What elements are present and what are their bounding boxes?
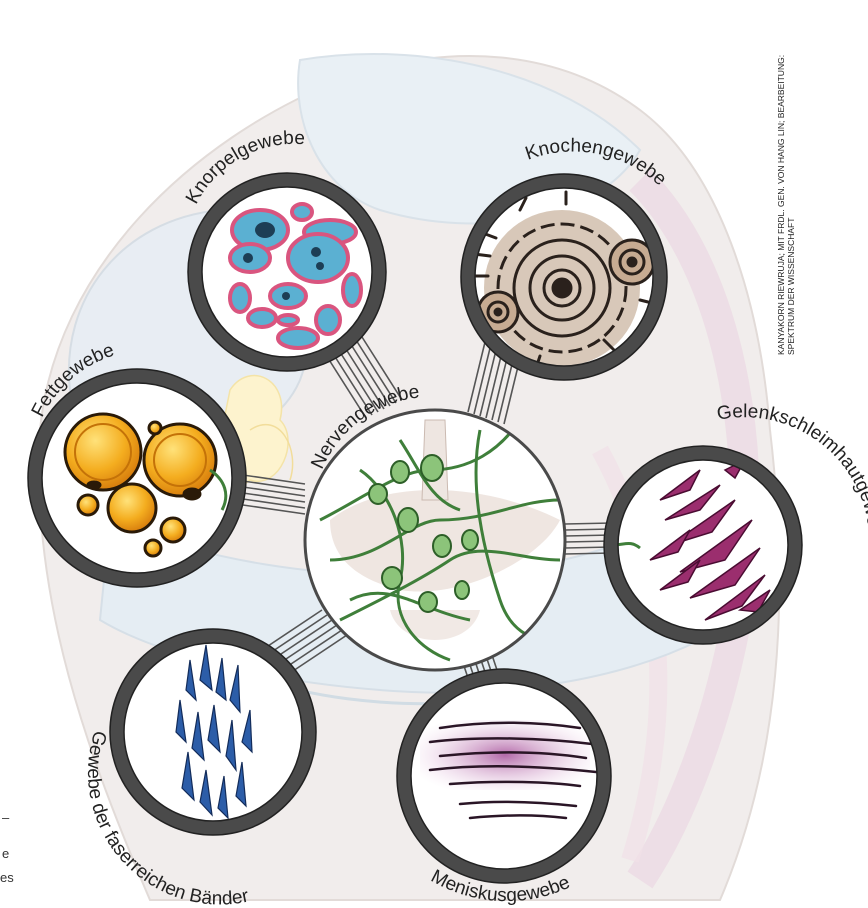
- credit-line-1: KANYAKORN RIEWRUJA; MIT FRDL. GEN. VON H…: [776, 55, 786, 355]
- margin-fragment-2: e: [2, 846, 9, 861]
- margin-fragments: – e es: [0, 810, 14, 885]
- credit-line-2: SPEKTRUM DER WISSENSCHAFT: [786, 218, 796, 355]
- bone-tissue-lens: [461, 174, 667, 380]
- cartilage-tissue-lens: [188, 173, 386, 371]
- ligament-tissue-lens: [110, 629, 316, 835]
- margin-fragment-1: –: [2, 810, 10, 825]
- meniscus-tissue-lens: [397, 669, 611, 883]
- fat-tissue-lens: [28, 369, 246, 587]
- nerve-tissue-lens: [305, 410, 565, 670]
- synovial-tissue-lens: [604, 446, 802, 644]
- margin-fragment-3: es: [0, 870, 14, 885]
- image-credit: KANYAKORN RIEWRUJA; MIT FRDL. GEN. VON H…: [776, 55, 796, 355]
